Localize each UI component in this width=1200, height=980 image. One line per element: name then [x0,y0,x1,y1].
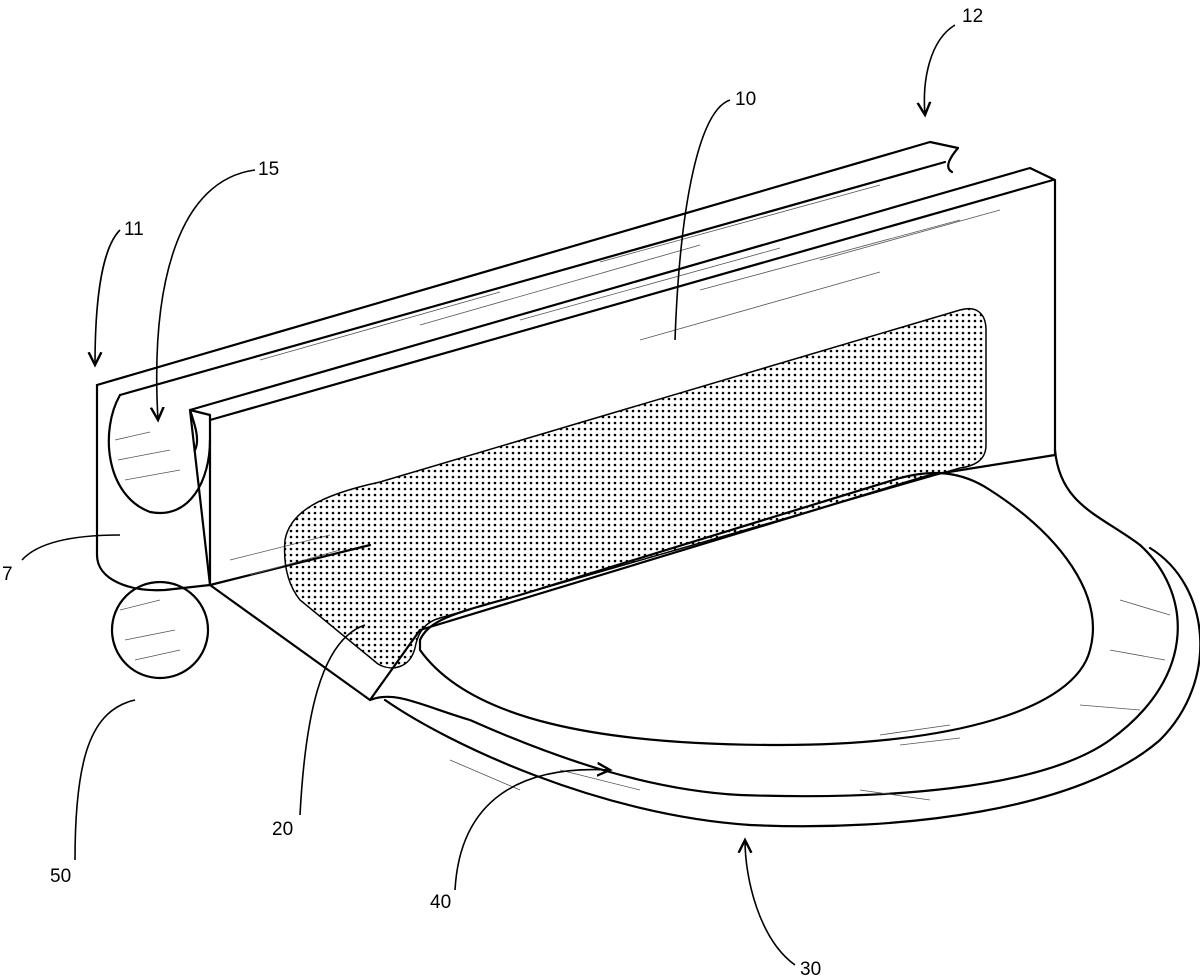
label-50: 50 [50,866,71,887]
label-7: 7 [2,564,13,585]
label-12: 12 [962,6,983,27]
tray-shading [449,599,1171,801]
label-10: 10 [735,89,756,110]
label-15: 15 [258,159,279,180]
dotted-pad [283,308,987,669]
reference-numerals: 12 10 15 11 7 50 20 40 30 [2,6,983,980]
label-30: 30 [800,959,821,980]
end-face [95,383,212,680]
rail-body [95,140,1057,702]
upper-channel [107,393,212,515]
label-20: 20 [272,819,293,840]
reference-leaders [21,24,956,966]
label-11: 11 [124,219,144,240]
label-40: 40 [430,892,451,913]
lower-channel [110,580,210,680]
